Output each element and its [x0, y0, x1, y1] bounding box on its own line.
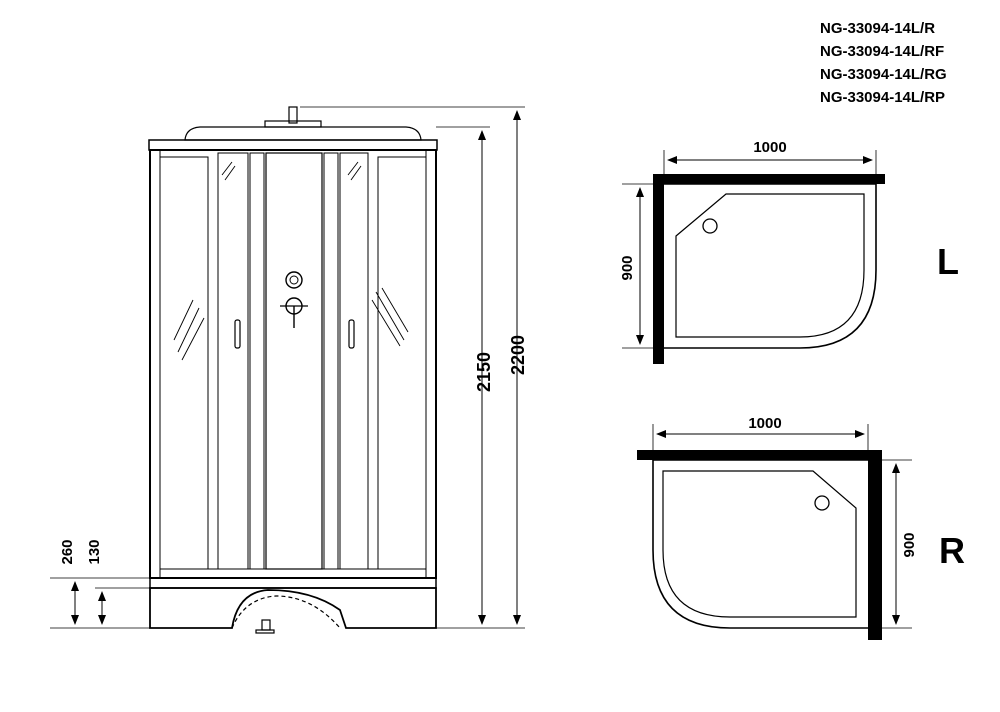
model-code: NG-33094-14L/RF — [820, 43, 944, 60]
model-code: NG-33094-14L/RG — [820, 66, 947, 83]
dim-tray-height: 260 — [59, 539, 76, 564]
dim-cabin-height: 2150 — [474, 352, 494, 392]
shower-tray — [149, 587, 437, 629]
wall-top — [653, 174, 885, 184]
tray-basin — [662, 470, 857, 618]
mixer-knob — [285, 271, 303, 289]
front-view — [148, 106, 438, 634]
door-handle — [348, 319, 355, 349]
model-list: NG-33094-14L/R NG-33094-14L/RF NG-33094-… — [820, 20, 947, 106]
drain — [261, 619, 271, 631]
wall-top — [637, 450, 882, 460]
plan-right — [637, 424, 912, 640]
plan-left — [622, 150, 885, 364]
drain-hole — [702, 218, 718, 234]
shower-pipe — [288, 106, 298, 124]
dim-width-right: 1000 — [748, 415, 781, 432]
cabin-frame — [149, 149, 437, 579]
model-code: NG-33094-14L/RP — [820, 89, 945, 106]
dim-step-height: 130 — [86, 539, 103, 564]
dim-depth-right: 900 — [901, 532, 918, 557]
center-panel — [265, 152, 323, 570]
tray-basin — [675, 193, 865, 338]
drain-hole — [814, 495, 830, 511]
tray-rim — [149, 577, 437, 589]
dim-width-left: 1000 — [753, 139, 786, 156]
side-label-left: L — [937, 241, 959, 282]
wall-side — [653, 174, 664, 364]
side-label-right: R — [939, 530, 965, 571]
glass-reflection — [173, 161, 409, 361]
dim-total-height: 2200 — [508, 335, 528, 375]
model-code: NG-33094-14L/R — [820, 20, 935, 37]
dim-depth-left: 900 — [619, 255, 636, 280]
cabin-roof — [184, 126, 422, 141]
front-dimensions — [50, 106, 525, 629]
door-handle — [234, 319, 241, 349]
wall-side — [868, 450, 882, 640]
